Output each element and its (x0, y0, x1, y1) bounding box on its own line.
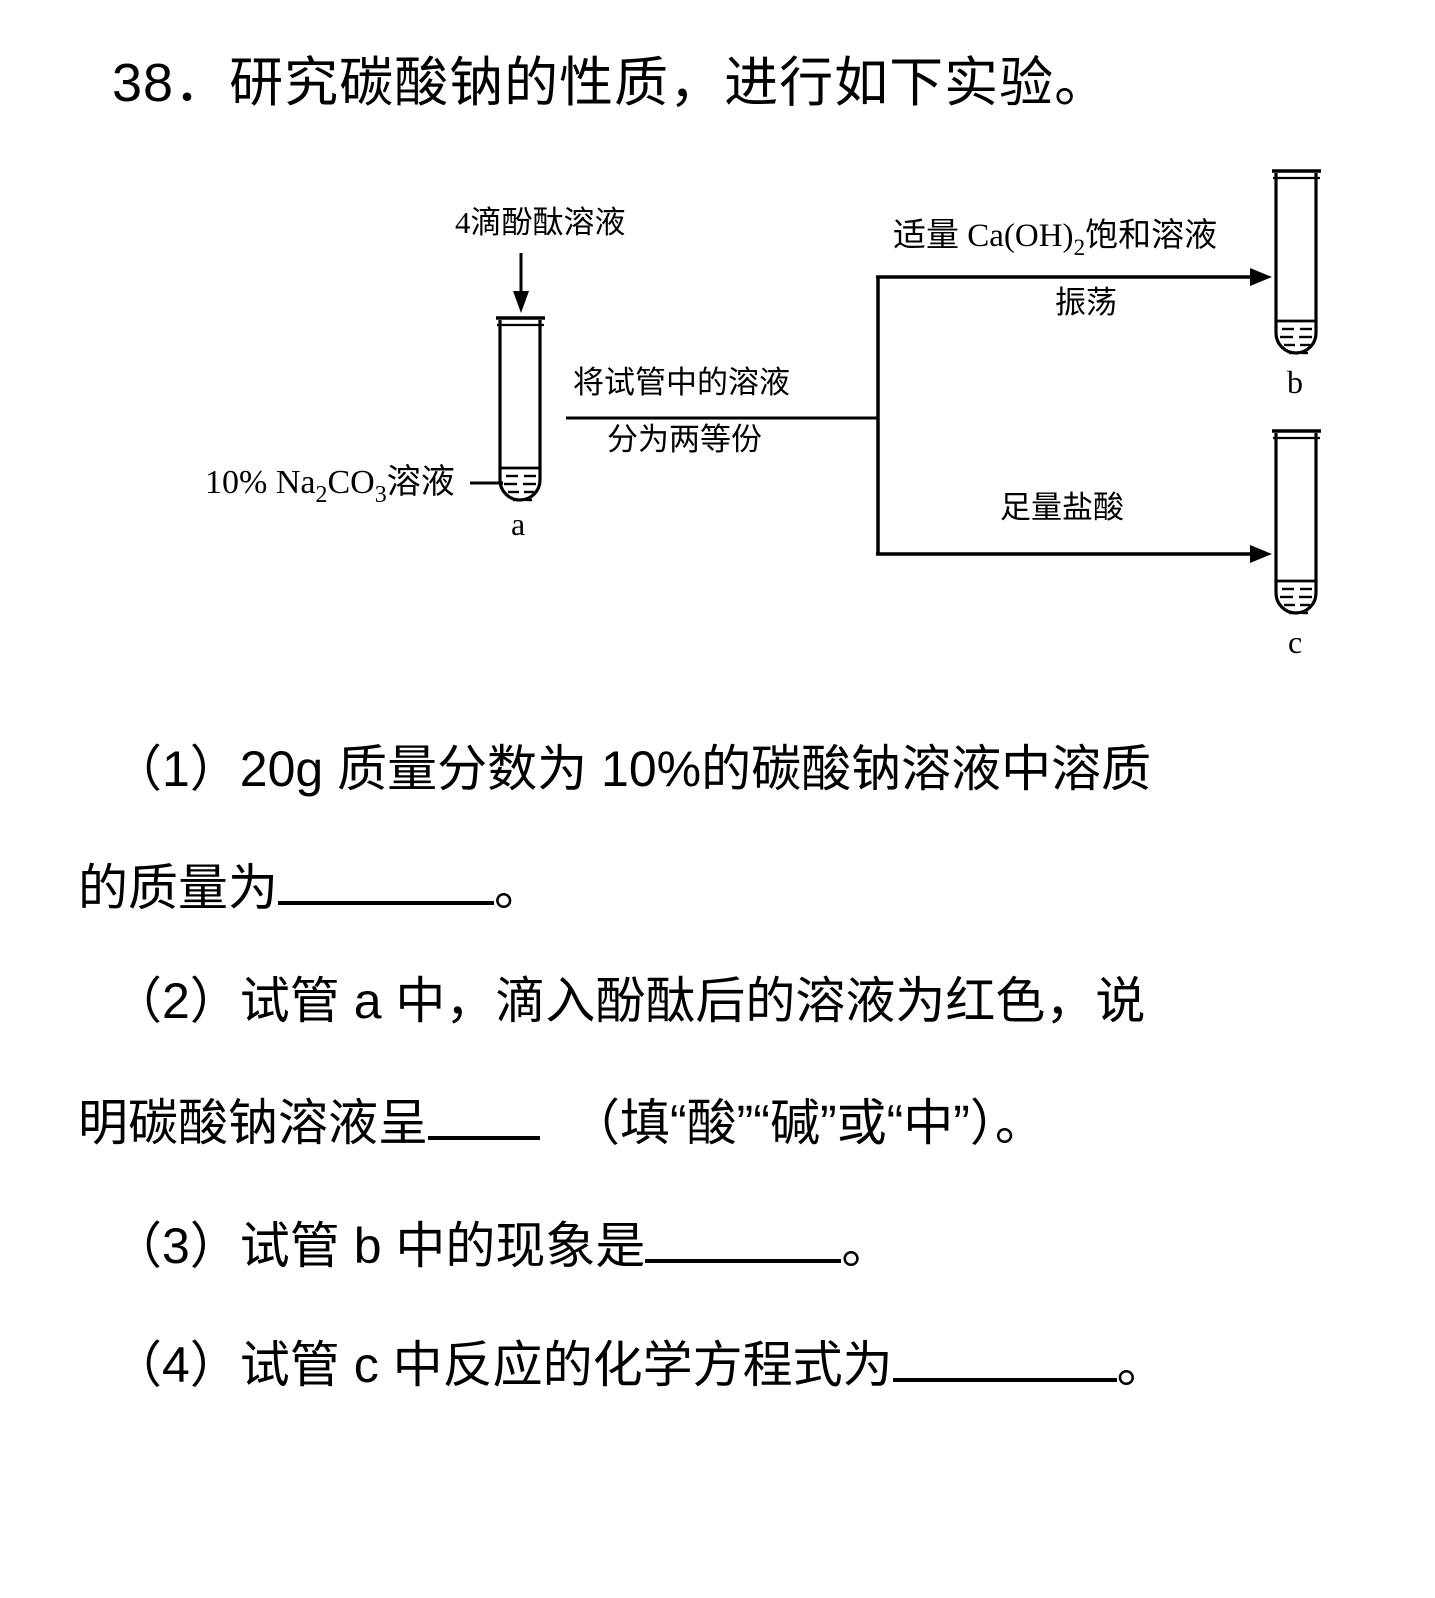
part-1-line-1: （1）20g 质量分数为 10%的碳酸钠溶液中溶质 (112, 741, 1152, 797)
test-tube-a-letter: a (511, 506, 525, 542)
flow-diagram-svg: 4滴酚酞溶液 a 10% Na2CO3溶液 (205, 169, 1321, 660)
split-label-line1: 将试管中的溶液 (573, 365, 790, 400)
calcium-hydroxide-label: 适量 Ca(OH)2饱和溶液 (893, 217, 1217, 260)
test-tube-b (1272, 169, 1321, 355)
test-tube-a (496, 316, 545, 502)
sodium-carbonate-label: 10% Na2CO3溶液 (205, 463, 455, 508)
page-title: 38．研究碳酸钠的性质，进行如下实验。 (112, 53, 1110, 113)
test-tube-b-letter: b (1287, 364, 1303, 400)
part-4-text: （4）试管 c 中反应的化学方程式为 (112, 1337, 893, 1393)
part-2-line-1: （2）试管 a 中，滴入酚酞后的溶液为红色，说 (112, 973, 1146, 1029)
shake-label: 振荡 (1055, 285, 1117, 320)
answer-blank-2[interactable] (428, 1090, 540, 1140)
part-4-line: （4）试管 c 中反应的化学方程式为 。 (112, 1332, 1167, 1394)
part-1-line-2: 的质量为 。 (78, 855, 544, 917)
test-tube-c-letter: c (1288, 624, 1302, 660)
branch-top-arrow-icon (876, 268, 1272, 286)
hydrochloric-acid-label: 足量盐酸 (1000, 490, 1124, 525)
part-3-period: 。 (841, 1218, 892, 1274)
experiment-flow-diagram: 4滴酚酞溶液 a 10% Na2CO3溶液 (0, 150, 1435, 680)
part-3-line: （3）试管 b 中的现象是 。 (112, 1213, 891, 1275)
part-2-line-2: 明碳酸钠溶液呈 （填“酸”“碱”或“中”）。 (78, 1090, 1045, 1152)
part-3-text: （3）试管 b 中的现象是 (112, 1218, 646, 1274)
part-1-period: 。 (494, 860, 544, 916)
phenolphthalein-arrow-icon (513, 253, 529, 313)
branch-bottom-arrow-icon (876, 545, 1272, 563)
answer-blank-1[interactable] (278, 855, 494, 905)
answer-blank-3[interactable] (645, 1213, 842, 1263)
answer-blank-4[interactable] (892, 1332, 1117, 1382)
part-1-text: 的质量为 (78, 860, 278, 916)
part-4-period: 。 (1116, 1337, 1167, 1393)
phenolphthalein-label: 4滴酚酞溶液 (455, 205, 626, 240)
split-label-line2: 分为两等份 (607, 422, 762, 457)
test-tube-c (1272, 429, 1321, 615)
part-2-choices: （填“酸”“碱”或“中”）。 (570, 1095, 1045, 1151)
part-2-text: 明碳酸钠溶液呈 (78, 1095, 428, 1151)
